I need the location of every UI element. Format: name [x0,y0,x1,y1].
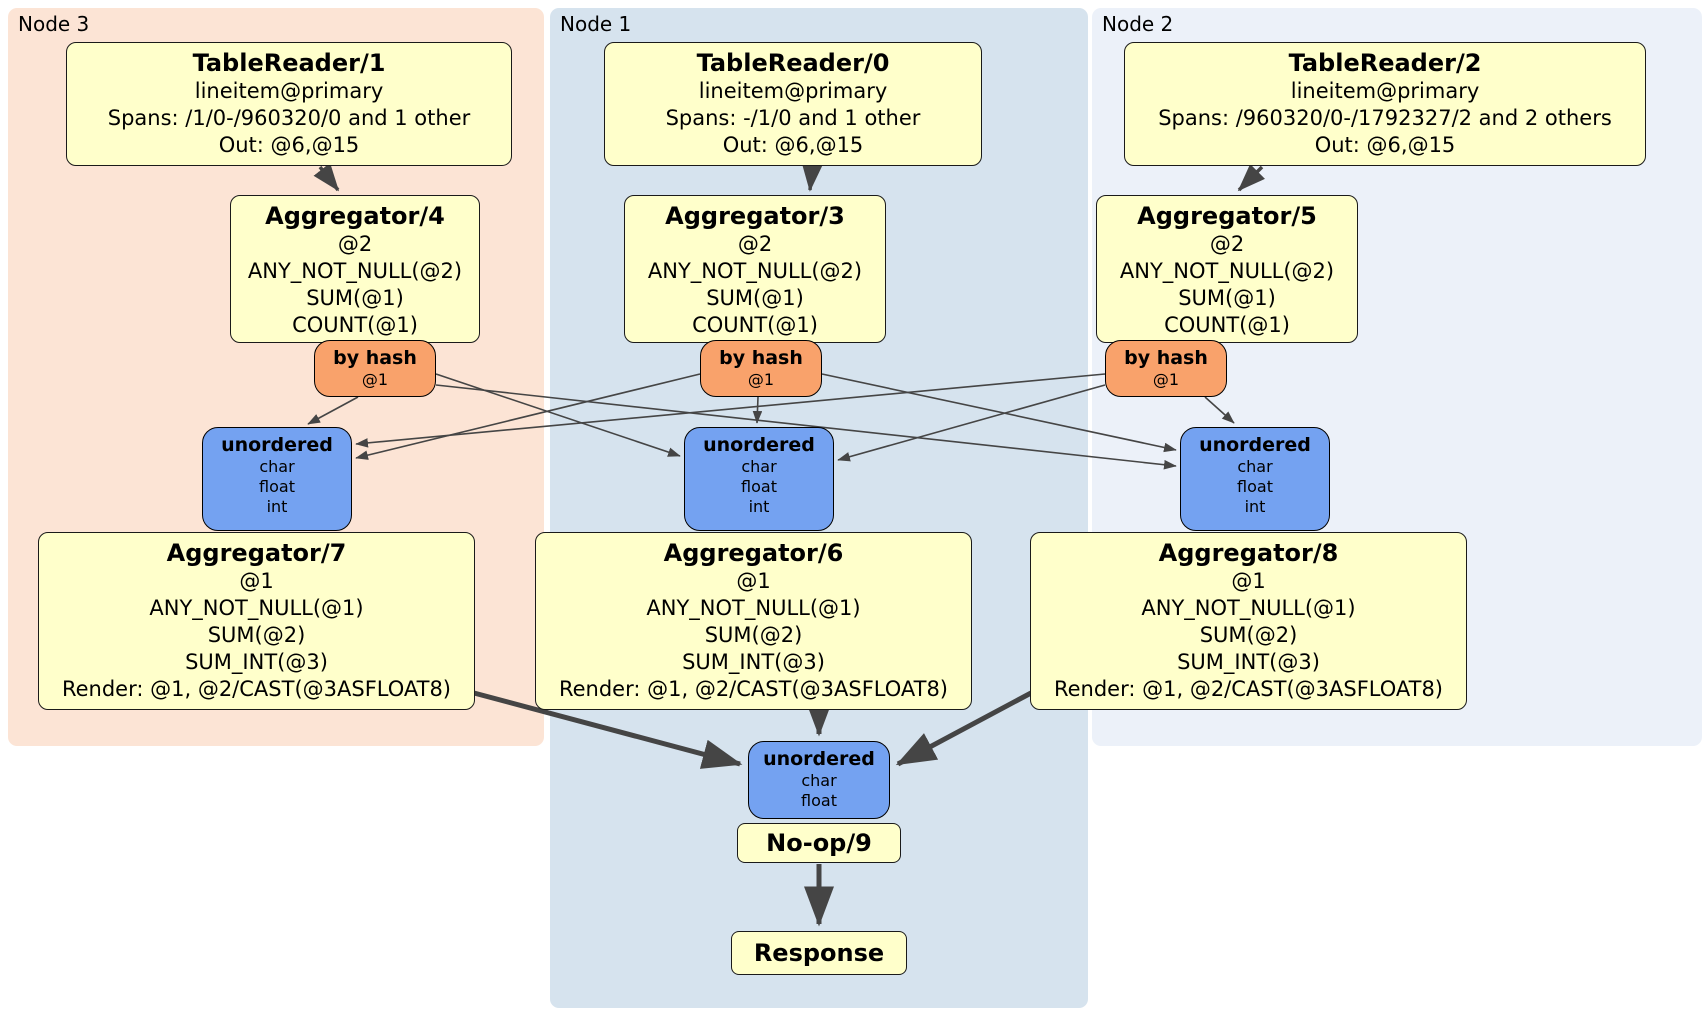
processor-line: lineitem@primary [698,79,888,103]
processor-line: ANY_NOT_NULL(@2) [247,259,463,283]
sync-line: int [748,497,770,516]
processor-line: ANY_NOT_NULL(@1) [149,596,364,620]
processor-line: ANY_NOT_NULL(@1) [646,596,861,620]
sync-title: unordered [703,434,815,456]
sync-unordered-node2: unordered char float int [1180,427,1330,531]
processor-line: SUM(@1) [306,286,404,310]
router-title: by hash [333,347,417,369]
processor-line: SUM(@2) [207,623,306,647]
sync-unordered-node3: unordered char float int [202,427,352,531]
processor-tablereader-2: TableReader/2 lineitem@primary Spans: /9… [1124,42,1646,166]
processor-line: Out: @6,@15 [1314,133,1456,157]
node2-label: Node 2 [1102,12,1174,36]
processor-aggregator-8: Aggregator/8 @1 ANY_NOT_NULL(@1) SUM(@2)… [1030,532,1467,710]
processor-line: @2 [737,232,773,256]
processor-noop-9: No-op/9 [737,823,901,863]
router-by-hash-node2: by hash @1 [1105,340,1227,397]
processor-line: COUNT(@1) [692,313,818,337]
router-title: by hash [1124,347,1208,369]
router-by-hash-node1: by hash @1 [700,340,822,397]
router-line: @1 [361,370,389,389]
processor-title: TableReader/0 [696,49,890,77]
sync-title: unordered [1199,434,1311,456]
processor-title: Aggregator/5 [1137,202,1317,230]
sync-title: unordered [763,748,875,770]
router-title: by hash [719,347,803,369]
sync-line: char [1237,457,1273,476]
sync-line: float [741,477,777,496]
processor-line: SUM(@1) [706,286,804,310]
router-line: @1 [1152,370,1180,389]
sync-unordered-node1: unordered char float int [684,427,834,531]
processor-title: TableReader/1 [192,49,386,77]
processor-aggregator-7: Aggregator/7 @1 ANY_NOT_NULL(@1) SUM(@2)… [38,532,475,710]
sync-line: float [259,477,295,496]
sync-line: int [1244,497,1266,516]
processor-aggregator-4: Aggregator/4 @2 ANY_NOT_NULL(@2) SUM(@1)… [230,195,480,343]
processor-line: ANY_NOT_NULL(@2) [647,259,863,283]
processor-line: @1 [736,569,771,593]
processor-aggregator-3: Aggregator/3 @2 ANY_NOT_NULL(@2) SUM(@1)… [624,195,886,343]
sync-title: unordered [221,434,333,456]
processor-line: ANY_NOT_NULL(@1) [1141,596,1356,620]
processor-line: @1 [239,569,274,593]
sync-unordered-final: unordered char float [748,741,890,819]
processor-line: Out: @6,@15 [218,133,360,157]
processor-tablereader-1: TableReader/1 lineitem@primary Spans: /1… [66,42,512,166]
sync-line: char [801,771,837,790]
processor-line: SUM(@2) [704,623,803,647]
processor-title: Aggregator/7 [166,539,347,567]
processor-line: lineitem@primary [194,79,384,103]
router-by-hash-node3: by hash @1 [314,340,436,397]
processor-line: SUM(@1) [1178,286,1276,310]
sync-line: float [801,791,837,810]
processor-line: Spans: /1/0-/960320/0 and 1 other [107,106,471,130]
processor-line: SUM_INT(@3) [682,650,825,674]
processor-line: COUNT(@1) [1164,313,1290,337]
processor-line: SUM(@2) [1199,623,1298,647]
processor-title: Aggregator/4 [265,202,445,230]
processor-line: @1 [1231,569,1266,593]
processor-line: ANY_NOT_NULL(@2) [1119,259,1335,283]
processor-line: Render: @1, @2/CAST(@3ASFLOAT8) [558,677,949,701]
processor-line: @2 [337,232,373,256]
processor-aggregator-5: Aggregator/5 @2 ANY_NOT_NULL(@2) SUM(@1)… [1096,195,1358,343]
processor-title: Aggregator/3 [665,202,845,230]
router-line: @1 [747,370,775,389]
processor-line: Out: @6,@15 [722,133,864,157]
response-box: Response [731,931,907,975]
processor-line: Render: @1, @2/CAST(@3ASFLOAT8) [61,677,452,701]
sync-line: float [1237,477,1273,496]
processor-title: TableReader/2 [1288,49,1482,77]
processor-title: Aggregator/6 [663,539,844,567]
sync-line: int [266,497,288,516]
sync-line: char [259,457,295,476]
processor-tablereader-0: TableReader/0 lineitem@primary Spans: -/… [604,42,982,166]
processor-line: COUNT(@1) [292,313,418,337]
processor-line: SUM_INT(@3) [185,650,328,674]
processor-line: Spans: /960320/0-/1792327/2 and 2 others [1158,106,1612,130]
processor-line: @2 [1209,232,1245,256]
sync-line: char [741,457,777,476]
processor-line: SUM_INT(@3) [1177,650,1320,674]
processor-line: Render: @1, @2/CAST(@3ASFLOAT8) [1053,677,1444,701]
processor-title: Aggregator/8 [1158,539,1339,567]
node3-label: Node 3 [18,12,90,36]
processor-line: lineitem@primary [1290,79,1480,103]
node1-label: Node 1 [560,12,632,36]
processor-aggregator-6: Aggregator/6 @1 ANY_NOT_NULL(@1) SUM(@2)… [535,532,972,710]
processor-line: Spans: -/1/0 and 1 other [665,106,921,130]
